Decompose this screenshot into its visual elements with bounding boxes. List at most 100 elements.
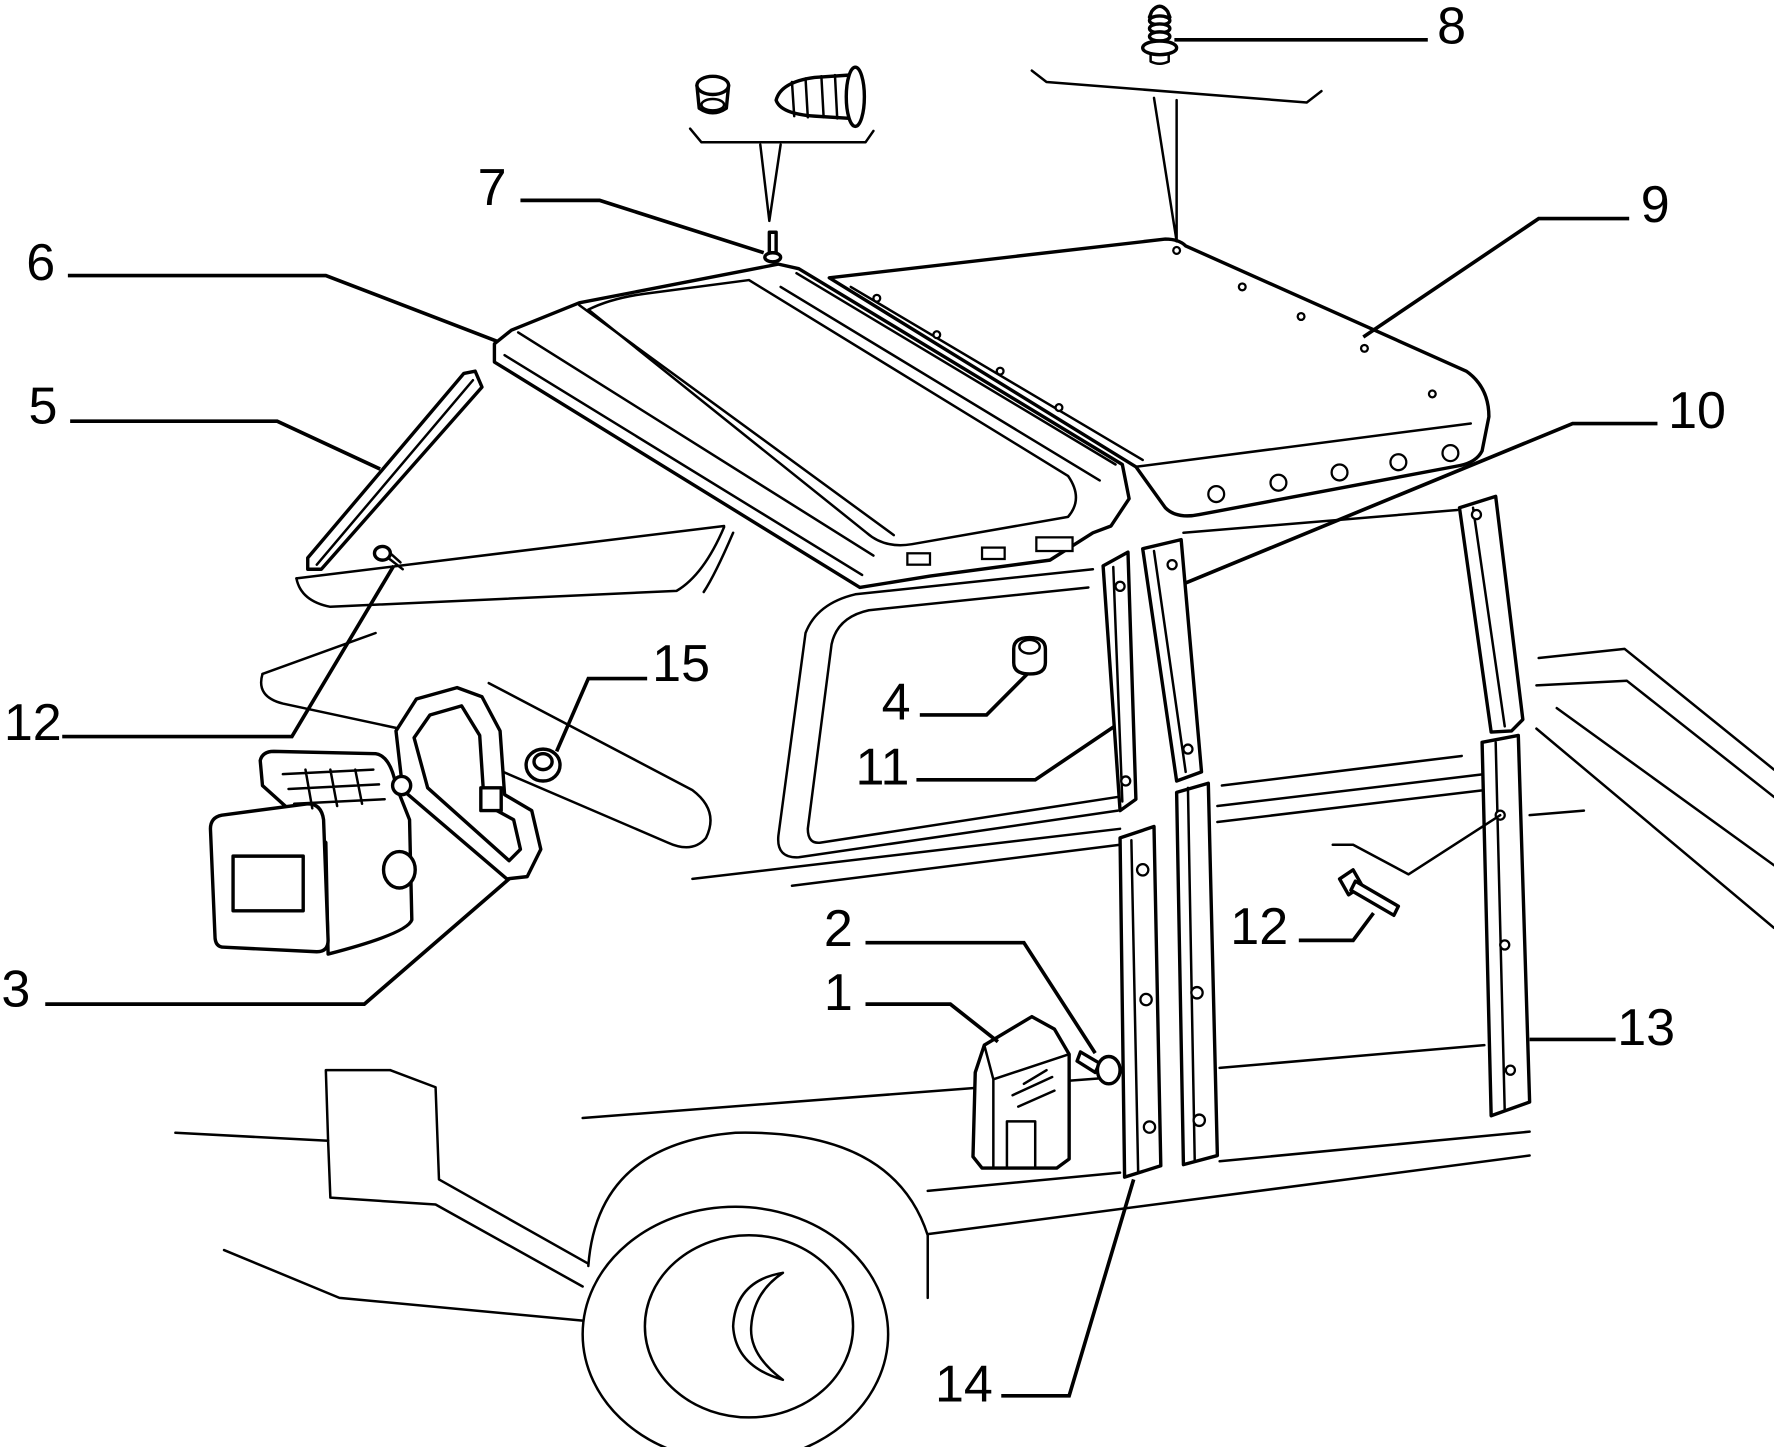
strip-hole xyxy=(1470,508,1483,521)
strip-hole xyxy=(1190,985,1204,1000)
strip-hole xyxy=(1192,1113,1207,1128)
pin-flange xyxy=(1140,39,1179,57)
callout-13: 13 xyxy=(1617,999,1675,1057)
callout-3: 3 xyxy=(1,960,30,1018)
leader-3 xyxy=(45,877,511,1006)
leader-4 xyxy=(919,672,1029,717)
bolt-right xyxy=(1337,868,1401,918)
leader-5 xyxy=(70,419,381,471)
leader-10 xyxy=(1184,421,1658,585)
grommet-clip xyxy=(695,74,731,115)
header-pad xyxy=(587,278,1078,547)
pillar-trim-14 xyxy=(1118,824,1163,1179)
leader-7 xyxy=(520,198,765,255)
roof-panel xyxy=(827,237,1491,518)
bracket-knob xyxy=(390,774,413,797)
callout-12-right: 12 xyxy=(1230,898,1288,956)
wheel-hub xyxy=(731,1271,785,1382)
windshield-pillar-trim xyxy=(306,369,484,571)
roof-clip xyxy=(1269,473,1288,492)
roof-clip xyxy=(1441,444,1460,463)
push-clip-flange xyxy=(844,65,867,129)
callout-4: 4 xyxy=(882,673,911,731)
callout-2: 2 xyxy=(824,900,853,958)
strip-outline xyxy=(1140,537,1204,783)
side-window-frame xyxy=(776,567,1120,859)
roof-hole xyxy=(872,293,882,303)
push-clip xyxy=(774,65,867,129)
roof-hole xyxy=(1172,245,1182,256)
front-fender-line xyxy=(324,1068,392,1143)
callout-1: 1 xyxy=(824,964,853,1022)
strip-edge xyxy=(1186,786,1196,1163)
roof-panel-outline xyxy=(827,237,1491,518)
roof-pin-bracket xyxy=(1030,69,1323,243)
leader-2 xyxy=(865,940,1097,1055)
header-right-rail xyxy=(779,271,1117,482)
roof-hole xyxy=(1237,282,1247,292)
callout-14: 14 xyxy=(935,1355,993,1413)
callout-15: 15 xyxy=(652,635,710,693)
callout-11: 11 xyxy=(855,738,909,796)
screw-head xyxy=(763,251,783,264)
door-belt-line xyxy=(691,772,1486,881)
push-clip-body xyxy=(774,73,853,121)
car-body-outline xyxy=(174,508,1774,1322)
pin-base xyxy=(1149,52,1170,66)
rear-side-window xyxy=(1182,508,1463,787)
strip-hole xyxy=(1142,1120,1157,1134)
strip-edge xyxy=(1152,549,1187,774)
leader-12-right xyxy=(1298,911,1375,943)
screw-head xyxy=(1095,1054,1122,1086)
strip-hole xyxy=(1504,1064,1517,1076)
callout-10: 10 xyxy=(1668,382,1726,440)
front-header-outline xyxy=(492,262,1131,590)
grommet-inner xyxy=(532,751,554,772)
a-pillar-inner xyxy=(702,531,735,594)
callout-5: 5 xyxy=(29,377,58,435)
wheel-arch xyxy=(587,1131,929,1300)
door-lower-belt-line xyxy=(790,788,1486,887)
pillar-trim-13 xyxy=(1457,494,1532,1118)
strip-hole xyxy=(1182,743,1194,755)
front-corner-line xyxy=(389,1068,590,1265)
callout-6: 6 xyxy=(26,234,55,292)
callout-labels: 8 7 9 6 5 10 15 12 4 11 3 2 12 1 13 14 xyxy=(1,0,1726,1413)
strip-hole xyxy=(1135,862,1150,877)
callout-7: 7 xyxy=(478,159,507,217)
push-clip-fins xyxy=(790,73,839,120)
roof-clip xyxy=(1389,453,1408,472)
pillar-trim-middle xyxy=(1174,781,1220,1167)
switch-panel-window xyxy=(231,854,305,913)
front-bumper xyxy=(174,1131,584,1322)
callout-8: 8 xyxy=(1437,0,1466,55)
switch-panel-unit xyxy=(208,749,417,956)
strip-edge xyxy=(1112,565,1124,803)
roof-hole xyxy=(1296,311,1306,322)
pillar-trim-10 xyxy=(1140,537,1204,783)
roof-hole xyxy=(932,330,942,340)
strip-outline xyxy=(1101,550,1138,813)
strip-lower-outline xyxy=(1480,733,1532,1118)
strip-hole xyxy=(1139,992,1153,1007)
screw-shank xyxy=(386,552,405,571)
bracket-notch xyxy=(1005,1120,1037,1170)
bracket-fold xyxy=(983,1043,1071,1170)
bolt-bracket xyxy=(1331,813,1502,876)
roof-clip xyxy=(1330,463,1349,482)
cowl-line xyxy=(295,525,726,609)
strip-upper-outline xyxy=(1457,494,1525,734)
front-header-trim xyxy=(492,262,1131,590)
header-slot xyxy=(906,552,932,566)
bolt-shank xyxy=(1349,879,1401,918)
front-wheel xyxy=(581,1205,890,1447)
strip-hole xyxy=(1499,939,1511,951)
grommet-4 xyxy=(1012,635,1048,676)
front-tire xyxy=(581,1205,890,1447)
header-slot xyxy=(1035,536,1074,553)
strip-hole xyxy=(1114,580,1126,593)
grommet-clip-top xyxy=(695,74,731,97)
hood-front-edge xyxy=(259,672,486,749)
screw-2 xyxy=(1075,1050,1122,1086)
